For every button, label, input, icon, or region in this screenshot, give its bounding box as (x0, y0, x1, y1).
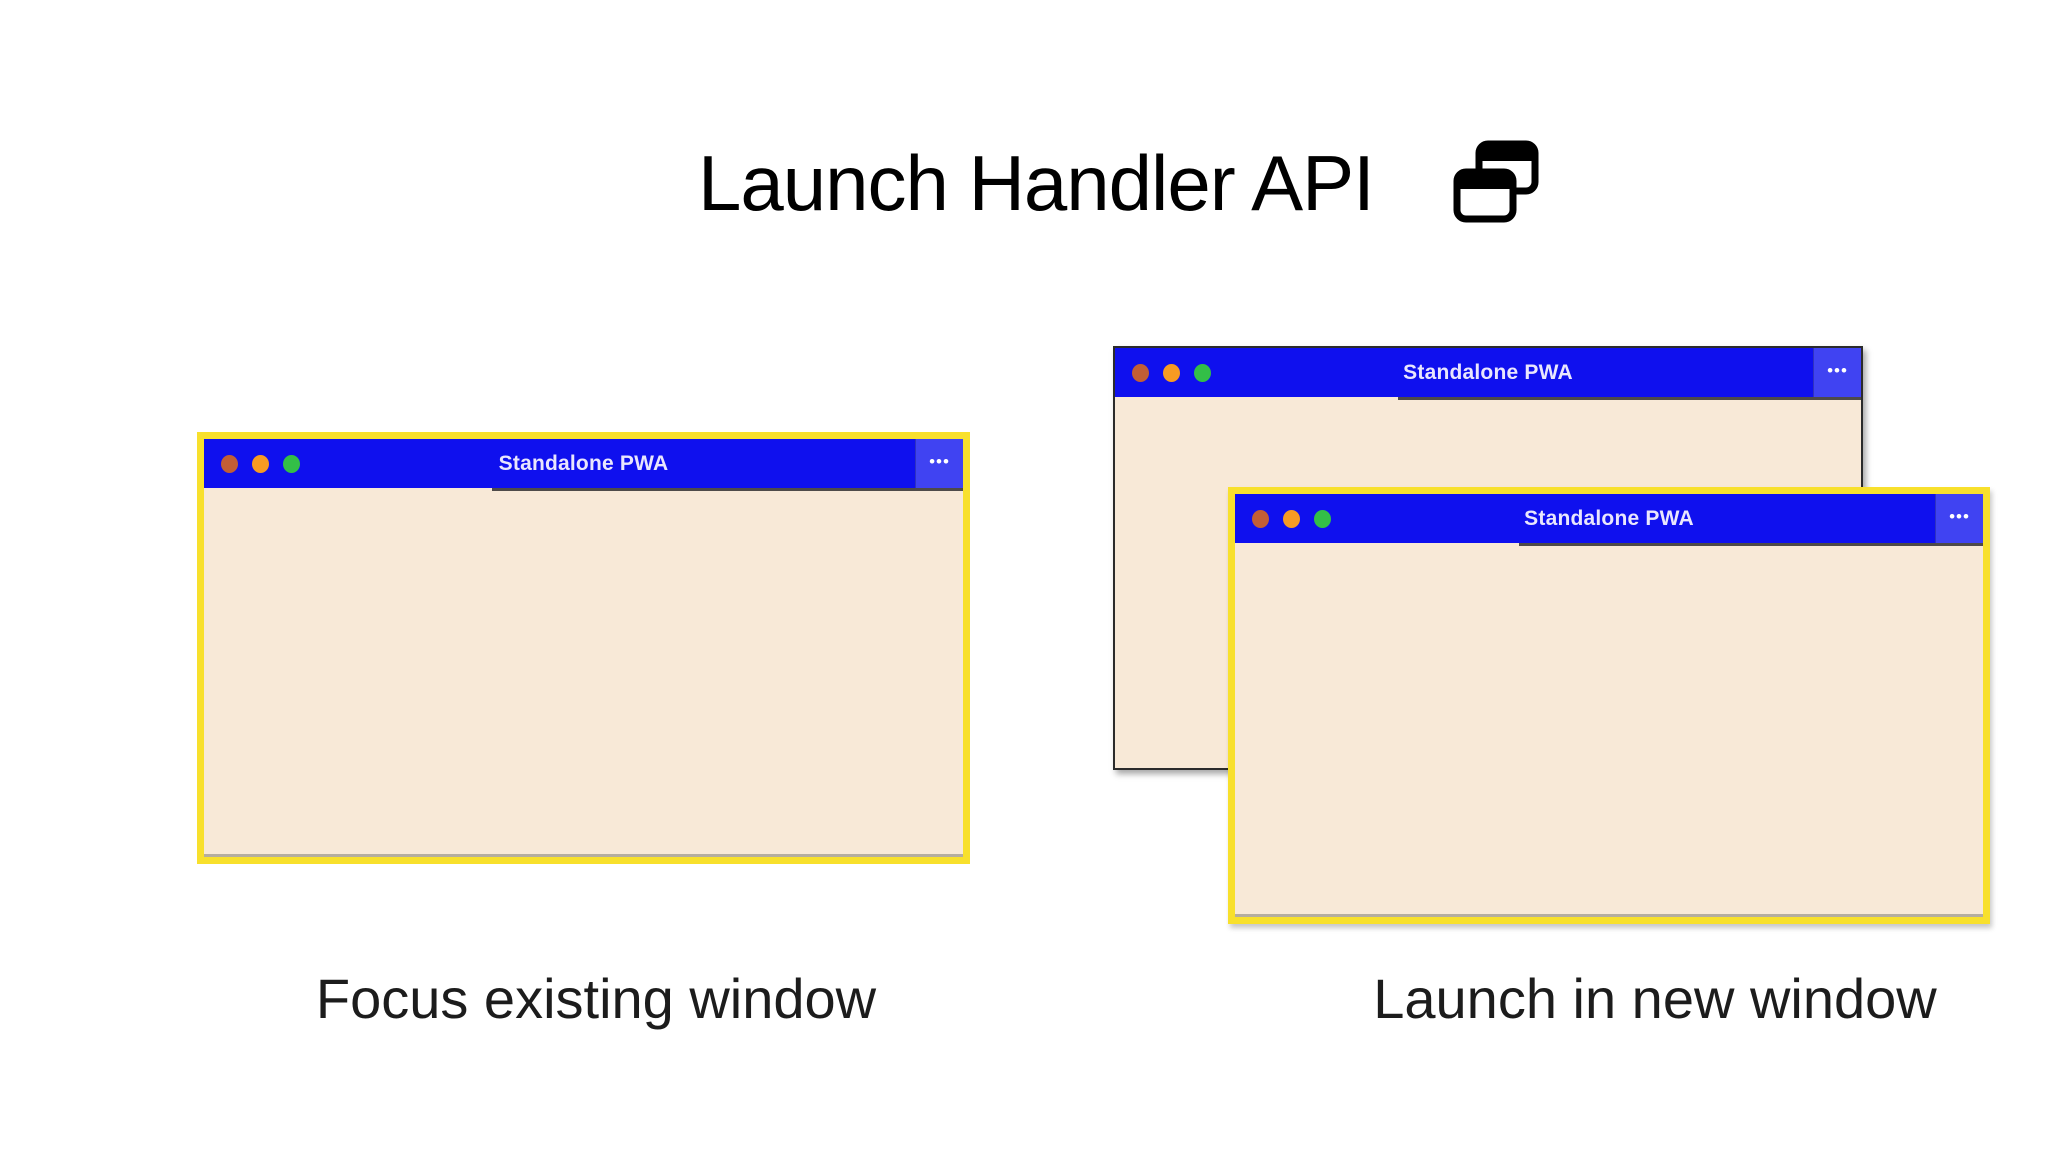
minimize-button-icon[interactable] (1163, 363, 1180, 382)
ellipsis-icon: ••• (1949, 507, 1970, 526)
window-content (204, 488, 963, 857)
pwa-window-launch-new: Standalone PWA ••• (1228, 487, 1990, 924)
page-title: Launch Handler API (698, 138, 1375, 227)
traffic-lights (1132, 348, 1211, 397)
window-title: Standalone PWA (498, 451, 669, 475)
window-content (1235, 543, 1983, 917)
traffic-lights (221, 439, 300, 488)
caption-launch-new: Launch in new window (1373, 967, 1937, 1030)
pwa-window-focus-existing: Standalone PWA ••• (197, 432, 970, 864)
titlebar: Standalone PWA ••• (1235, 494, 1983, 546)
ellipsis-icon: ••• (929, 452, 950, 471)
ellipsis-menu-button[interactable]: ••• (915, 439, 963, 488)
ellipsis-menu-button[interactable]: ••• (1935, 494, 1983, 543)
header: Launch Handler API (698, 138, 1540, 228)
overlapping-windows-icon (1453, 140, 1539, 223)
ellipsis-icon: ••• (1827, 361, 1848, 380)
ellipsis-menu-button[interactable]: ••• (1813, 348, 1861, 397)
titlebar: Standalone PWA ••• (1115, 348, 1861, 400)
minimize-button-icon[interactable] (252, 454, 269, 473)
maximize-button-icon[interactable] (1194, 363, 1211, 382)
close-button-icon[interactable] (1132, 363, 1149, 382)
window-title: Standalone PWA (1403, 360, 1573, 384)
close-button-icon[interactable] (221, 454, 238, 473)
caption-focus-existing: Focus existing window (315, 967, 877, 1030)
maximize-button-icon[interactable] (1314, 509, 1331, 528)
maximize-button-icon[interactable] (283, 454, 300, 473)
titlebar: Standalone PWA ••• (204, 439, 963, 491)
close-button-icon[interactable] (1252, 509, 1269, 528)
minimize-button-icon[interactable] (1283, 509, 1300, 528)
traffic-lights (1252, 494, 1331, 543)
window-title: Standalone PWA (1524, 506, 1694, 530)
